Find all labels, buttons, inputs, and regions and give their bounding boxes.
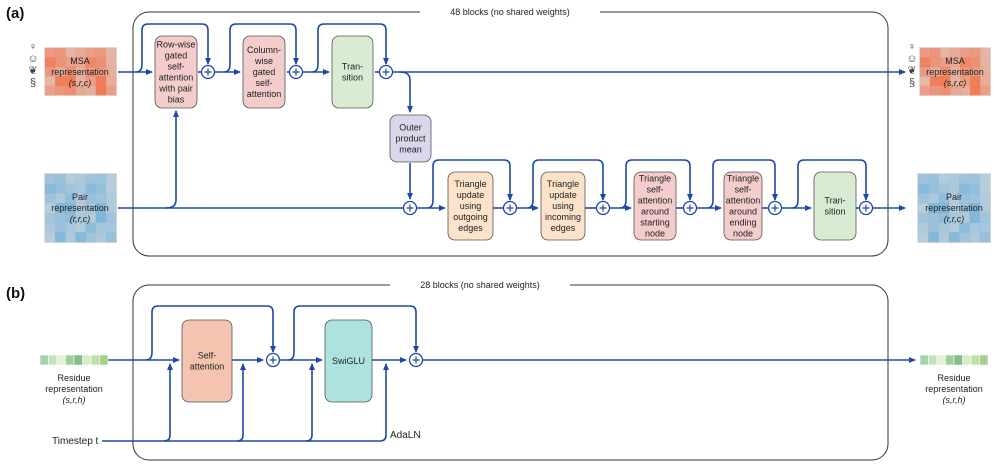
svg-text:♀: ♀ bbox=[908, 41, 916, 53]
block-a-6 bbox=[540, 171, 586, 241]
panel-b-label: (b) bbox=[6, 285, 25, 302]
add-icon bbox=[288, 64, 304, 80]
add-icon bbox=[200, 64, 216, 80]
add-icon bbox=[408, 352, 424, 368]
skip-connection bbox=[311, 23, 389, 73]
block-a-2 bbox=[242, 35, 286, 109]
swiglu-block bbox=[324, 319, 373, 403]
msa-output-heatmap bbox=[919, 47, 991, 96]
add-icon bbox=[265, 352, 281, 368]
skip-connection bbox=[426, 159, 513, 209]
svg-text:❦: ❦ bbox=[907, 65, 916, 77]
skip-connection bbox=[287, 305, 419, 361]
skip-connection bbox=[619, 159, 693, 209]
block-a-1 bbox=[154, 35, 198, 109]
residue-output-strip bbox=[919, 354, 989, 366]
skip-connection bbox=[145, 305, 276, 361]
add-icon bbox=[502, 200, 518, 216]
residue-input-strip bbox=[39, 354, 109, 366]
adaln-arrow bbox=[163, 363, 173, 442]
msa-input-heatmap bbox=[44, 47, 117, 96]
block-a-3-label: Tran-sition bbox=[342, 62, 363, 83]
self-attention-block-label: Self-attention bbox=[190, 351, 225, 372]
add-icon bbox=[682, 200, 698, 216]
svg-text:☺: ☺ bbox=[27, 53, 38, 65]
block-a-8 bbox=[723, 171, 763, 241]
add-icon bbox=[595, 200, 611, 216]
add-icon bbox=[378, 64, 394, 80]
block-a-3 bbox=[331, 35, 374, 109]
svg-text:♀: ♀ bbox=[29, 41, 37, 53]
svg-text:§: § bbox=[909, 77, 915, 89]
pair-input-heatmap bbox=[44, 173, 117, 243]
timestep-label: Timestep t bbox=[52, 436, 99, 447]
adaln-label: AdaLN bbox=[390, 430, 421, 441]
add-icon bbox=[767, 200, 783, 216]
panel-a-frame-label: 48 blocks (no shared weights) bbox=[450, 7, 570, 17]
adaln-arrow bbox=[236, 363, 246, 442]
skip-connection bbox=[526, 159, 606, 209]
svg-text:☺: ☺ bbox=[906, 53, 917, 65]
svg-text:§: § bbox=[30, 77, 36, 89]
pair-bias-arrow bbox=[165, 110, 179, 209]
block-a-9 bbox=[813, 171, 857, 241]
block-a-5 bbox=[447, 171, 494, 241]
panel-b-frame bbox=[132, 284, 889, 461]
self-attention-block bbox=[181, 319, 233, 403]
panel-a-label: (a) bbox=[6, 5, 24, 22]
skip-connection bbox=[135, 23, 211, 73]
svg-text:❦: ❦ bbox=[28, 65, 37, 77]
pair-output-heatmap bbox=[917, 173, 991, 243]
panel-b-frame-label: 28 blocks (no shared weights) bbox=[420, 280, 540, 290]
skip-connection bbox=[791, 159, 869, 209]
adaln-arrow bbox=[305, 363, 315, 442]
organism-icons: ♀☺❦§ bbox=[27, 41, 38, 89]
block-a-4 bbox=[389, 114, 432, 163]
block-a-9-label: Tran-sition bbox=[824, 196, 845, 217]
add-icon bbox=[858, 200, 874, 216]
adaln-arrow bbox=[102, 363, 389, 442]
block-a-7 bbox=[633, 171, 677, 241]
skip-connection bbox=[223, 23, 299, 73]
skip-connection bbox=[706, 159, 778, 209]
add-icon bbox=[402, 200, 418, 216]
organism-icons: ♀☺❦§ bbox=[906, 41, 917, 89]
swiglu-block-label: SwiGLU bbox=[332, 356, 365, 366]
to-outer-product-arrow bbox=[399, 71, 413, 113]
